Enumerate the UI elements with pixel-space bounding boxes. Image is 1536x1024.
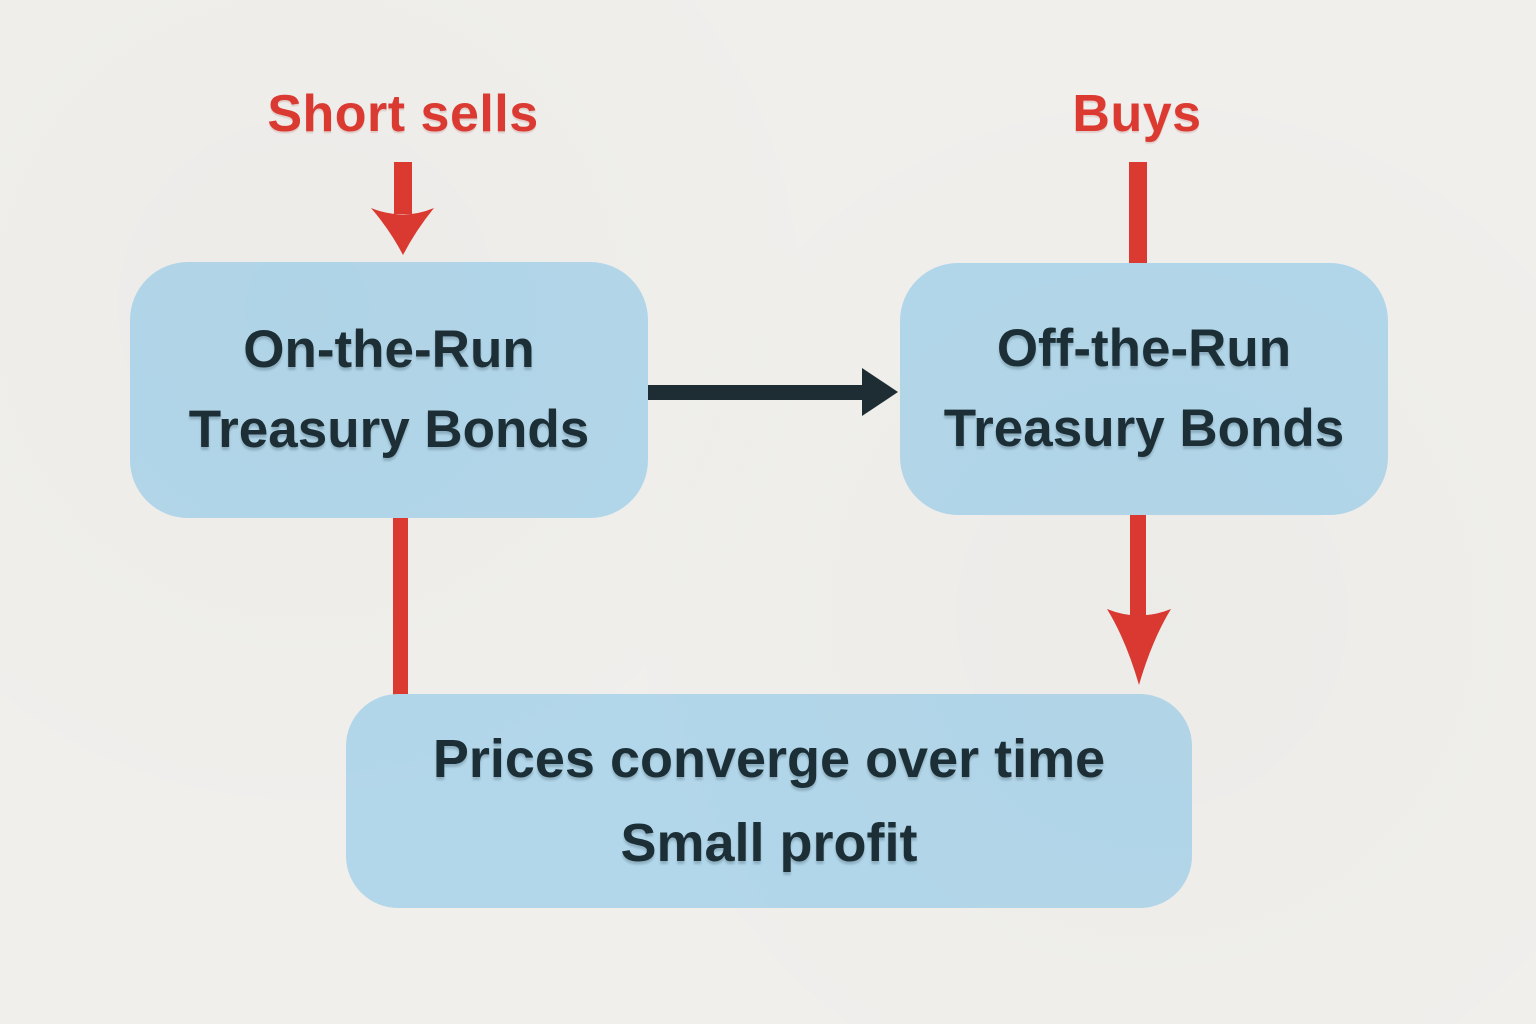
buys-line <box>1129 162 1147 266</box>
off-the-run-line1: Off-the-Run <box>996 319 1292 378</box>
off-the-run-box: Off-the-Run Treasury Bonds <box>900 263 1388 515</box>
on-the-run-box: On-the-Run Treasury Bonds <box>130 262 648 518</box>
on-the-run-line1: On-the-Run <box>243 320 535 379</box>
outcome-line2: Small profit <box>620 813 918 873</box>
buys-label: Buys <box>1072 85 1202 143</box>
outcome-line1: Prices converge over time <box>432 729 1106 789</box>
on-the-run-line2: Treasury Bonds <box>188 400 590 459</box>
between-boxes-arrow-icon <box>648 368 898 416</box>
off-the-run-line2: Treasury Bonds <box>943 399 1345 458</box>
left-connector-line <box>393 515 408 698</box>
short-sells-arrow-icon <box>371 162 434 255</box>
right-connector-arrow-icon <box>1107 512 1171 685</box>
short-sells-label: Short sells <box>267 85 539 143</box>
outcome-box: Prices converge over time Small profit <box>346 694 1192 908</box>
